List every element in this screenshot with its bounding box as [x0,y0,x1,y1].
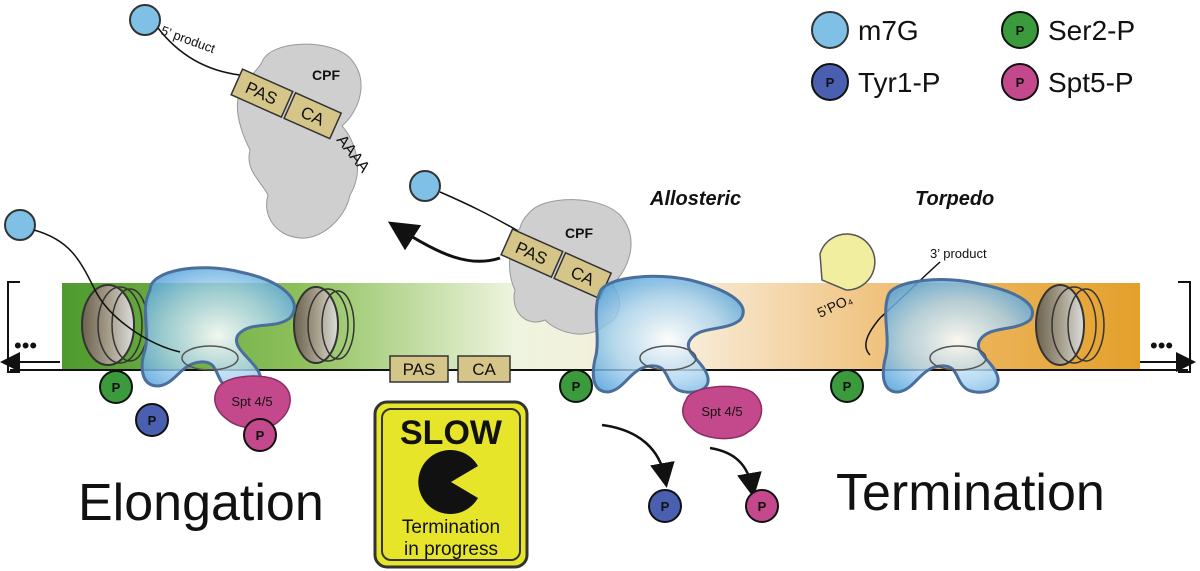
spt5p-legend-swatch [1001,63,1039,101]
pas-ca-released: PAS CA [230,68,343,140]
ser2p-mark-elongation: P [99,370,133,404]
pas-element-dna: PAS [389,355,449,383]
svg-text:P: P [1016,75,1025,90]
spt5-release-arrow [709,446,762,498]
rna-polymerase-torpedo [881,278,1034,394]
legend-spt5p: P Spt5-P [1001,63,1134,101]
ser2p-legend-swatch [1001,11,1039,49]
elongation-title: Elongation [78,474,324,532]
torpedo-label: Torpedo [915,188,994,210]
spt45-allosteric: Spt 4/5 [681,385,763,440]
legend-m7g: m7G [811,11,919,49]
slow-title: SLOW [400,414,503,452]
slow-sign: SLOW Termination in progress [373,400,529,569]
legend-ser2p: P Ser2-P [1001,11,1135,49]
spt5p-mark-elongation: P [243,418,277,452]
nucleosome-right [1035,284,1105,366]
five-prime-product-label: 5’ product [159,23,218,57]
nascent-rna-allosteric [439,191,521,233]
cpf-label-released: CPF [312,67,340,83]
svg-text:P: P [758,499,767,514]
m7g-cap-elongation [4,209,36,241]
rna-polymerase-allosteric [591,274,745,394]
m7g-cap-released [129,4,161,36]
svg-text:P: P [1016,23,1025,38]
right-bracket [1178,281,1191,373]
legend: m7G P Ser2-P P Tyr1-P P Spt5-P [811,11,1135,101]
legend-tyr1p: P Tyr1-P [811,63,940,101]
left-ellipsis: ••• [14,333,37,358]
svg-text:CA: CA [472,360,496,379]
ser2p-mark-allosteric: P [559,369,593,403]
nucleosome-mid [293,286,355,364]
tyr1p-released: P [648,489,682,523]
m7g-legend-swatch [811,11,849,49]
svg-text:P: P [661,499,670,514]
tyr1p-legend-swatch [811,63,849,101]
ca-element-dna: CA [457,355,511,383]
svg-text:P: P [256,428,265,443]
svg-text:PAS: PAS [403,360,436,379]
pacman-icon [418,449,478,515]
svg-text:Ser2-P: Ser2-P [1048,15,1135,46]
svg-text:Spt 4/5: Spt 4/5 [701,404,742,419]
spt45-elongation: Spt 4/5 [214,375,291,429]
tyr1-release-arrow [601,423,675,488]
right-ellipsis: ••• [1150,333,1173,358]
tyr1p-mark-elongation: P [135,403,169,437]
termination-title: Termination [836,464,1105,522]
nascent-rna-elongation [33,229,181,353]
nucleosome-left [81,284,149,366]
pas-ca-bound: PAS CA [500,228,613,300]
svg-text:P: P [843,379,852,394]
slow-line1: Termination [402,517,500,538]
svg-text:CPF: CPF [565,225,593,241]
released-5prime-rna [157,27,241,76]
left-bracket [7,281,20,373]
svg-text:Spt 4/5: Spt 4/5 [231,394,272,409]
three-prime-product-rna [865,261,941,356]
allosteric-label: Allosteric [649,188,741,210]
svg-text:Tyr1-P: Tyr1-P [858,67,940,98]
svg-text:P: P [826,75,835,90]
spt5p-released: P [745,489,779,523]
cpf-release-arrow [387,221,501,263]
ser2p-mark-torpedo: P [830,369,864,403]
svg-text:m7G: m7G [858,15,919,46]
svg-text:P: P [572,379,581,394]
m7g-cap-allosteric [409,170,441,202]
svg-text:Spt5-P: Spt5-P [1048,67,1134,98]
rat1-exonuclease [819,233,876,291]
svg-text:P: P [112,380,121,395]
slow-line2: in progress [404,539,498,560]
three-prime-product-label: 3’ product [930,246,987,261]
svg-text:P: P [148,413,157,428]
